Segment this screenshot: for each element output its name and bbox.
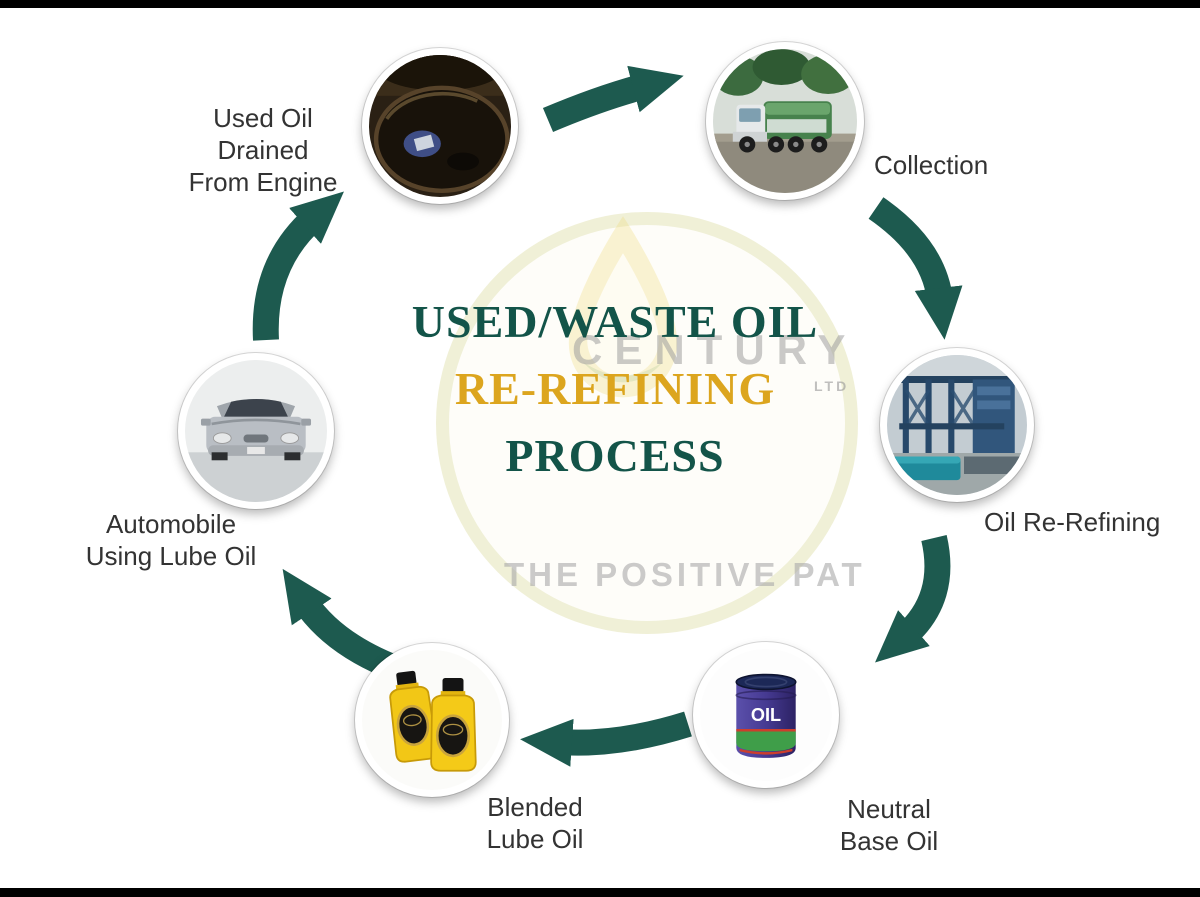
oil-drum-illustration: OIL: [700, 649, 832, 781]
diagram-title: USED/WASTE OIL RE-REFINING PROCESS: [340, 288, 890, 489]
node-collection: [706, 42, 864, 200]
refinery-photo: [887, 355, 1027, 495]
arrow-refining-to-base-oil: [875, 535, 951, 663]
node-blended-lube-oil: [355, 643, 509, 797]
label-oil-re-refining: Oil Re-Refining: [984, 507, 1161, 537]
title-line-1: USED/WASTE OIL: [411, 296, 819, 347]
arrow-blended-to-automobile: [282, 568, 396, 679]
title-line-3: PROCESS: [505, 430, 725, 481]
drum-oil-text: OIL: [751, 705, 781, 725]
lube-oil-bottles-photo: [362, 650, 502, 790]
arrow-collection-to-refining: [868, 197, 963, 340]
bottom-letterbox-bar: [0, 888, 1200, 897]
oil-bottle-front: [430, 678, 477, 772]
label-automobile: Automobile Using Lube Oil: [85, 509, 257, 571]
node-neutral-base-oil: OIL: [693, 642, 839, 788]
label-used-oil-drained: Used Oil Drained From Engine: [188, 103, 338, 197]
collection-truck-photo: [713, 49, 857, 193]
node-oil-re-refining: [880, 348, 1034, 502]
node-automobile: [178, 353, 334, 509]
node-used-oil-drained: [362, 48, 518, 204]
oil-pan-photo: [369, 55, 511, 197]
oil-bottle-back: [389, 670, 439, 763]
automobile-photo: [185, 360, 327, 502]
arrow-automobile-to-used-oil: [252, 191, 344, 341]
label-blended-lube-oil: Blended Lube Oil: [486, 792, 584, 854]
label-neutral-base-oil: Neutral Base Oil: [839, 794, 939, 856]
arrow-base-oil-to-blended: [520, 711, 692, 767]
label-collection: Collection: [874, 150, 989, 180]
arrow-used-oil-to-collection: [542, 65, 684, 132]
title-line-2: RE-REFINING: [454, 363, 776, 414]
top-letterbox-bar: [0, 0, 1200, 8]
